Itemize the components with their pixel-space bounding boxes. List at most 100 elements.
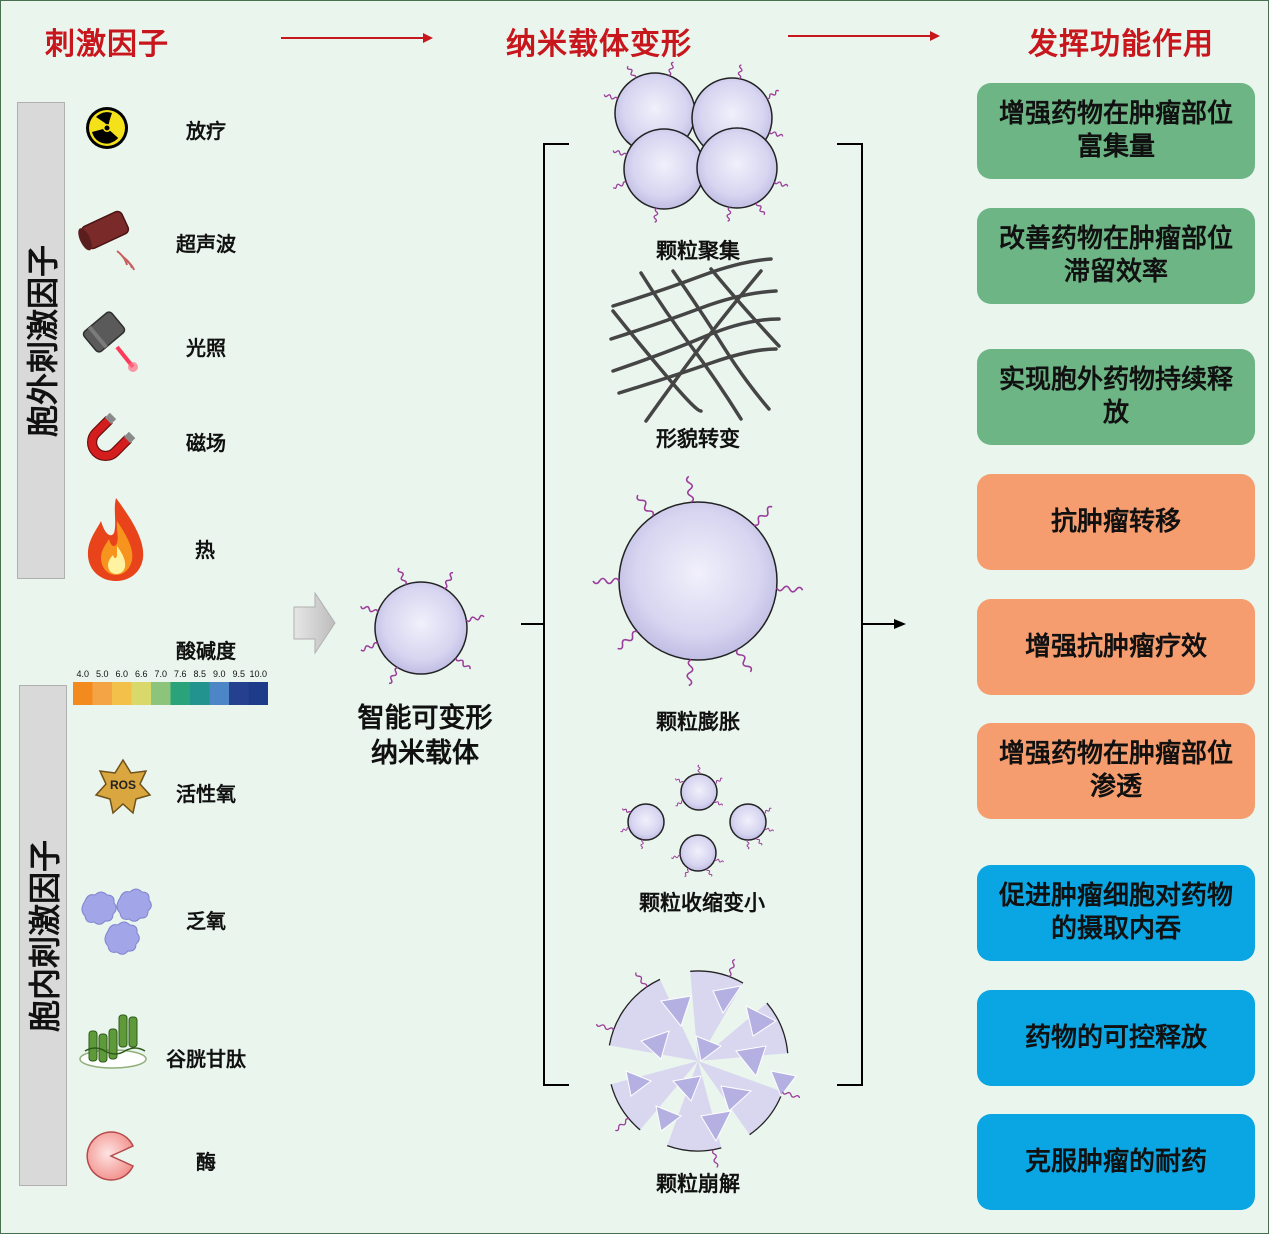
function-box-penetration: 增强药物在肿瘤部位渗透	[977, 723, 1255, 819]
ros-icon-text: ROS	[109, 778, 137, 792]
ligand-chain	[746, 839, 750, 850]
deformation-label-aggregation: 颗粒聚集	[656, 239, 740, 263]
ph-swatch	[248, 682, 268, 705]
ph-swatch	[170, 682, 190, 705]
ligand-chain	[592, 577, 620, 585]
fragment-shard	[720, 1085, 753, 1112]
fragment	[609, 1009, 698, 1061]
ph-tick-label: 7.0	[154, 669, 167, 679]
stimulus-label-light: 光照	[186, 336, 226, 360]
fragment-shard	[695, 1035, 723, 1062]
ligand-chain	[711, 1149, 719, 1168]
ligand-chain	[764, 827, 774, 832]
stimulus-label-ph: 酸碱度	[176, 639, 236, 663]
input-arrow	[293, 591, 336, 655]
fragment-shard	[655, 1105, 683, 1132]
magnet-icon	[86, 412, 136, 462]
ligand-chain	[737, 64, 743, 80]
ligand-chain	[775, 585, 804, 593]
ligand-chain	[685, 475, 695, 503]
stimulus-label-ultrasound: 超声波	[176, 232, 236, 256]
smart-carrier-label: 智能可变形 纳米载体	[358, 701, 493, 771]
ph-tick-label: 9.5	[232, 669, 245, 679]
ligand-chain	[675, 800, 684, 807]
function-text-penetration: 增强药物在肿瘤部位渗透	[998, 739, 1233, 802]
ph-swatch	[229, 682, 249, 705]
function-box-drug-resistance: 克服肿瘤的耐药	[977, 1114, 1255, 1210]
ligand-chain	[675, 778, 684, 784]
ph-swatch	[190, 682, 210, 705]
deformation-label-disintegration: 颗粒崩解	[656, 1172, 740, 1196]
ligand-chain	[465, 614, 485, 623]
ph-swatch	[92, 682, 112, 705]
function-box-sustained-release: 实现胞外药物持续释放	[977, 349, 1255, 445]
fragment-edge	[666, 1144, 722, 1152]
function-box-efficacy: 增强抗肿瘤疗效	[977, 599, 1255, 695]
nanoparticle	[623, 128, 705, 210]
fragment-shard	[660, 995, 692, 1028]
fragment-shard	[700, 1110, 732, 1143]
function-text-anti-metastasis: 抗肿瘤转移	[1050, 506, 1181, 537]
ph-tick-label: 7.6	[174, 669, 187, 679]
ligand-chain	[753, 505, 773, 527]
ph-tick-label: 8.5	[193, 669, 206, 679]
ligand-chain	[626, 65, 637, 79]
fragment-shard	[735, 1045, 767, 1078]
ligand-chain	[684, 868, 690, 877]
nanoparticle	[627, 803, 665, 841]
nanoparticle	[679, 834, 717, 872]
ligand-chain	[388, 667, 399, 685]
sidebar-extracellular-label: 胞外刺激因子	[24, 244, 62, 437]
function-box-enrichment: 增强药物在肿瘤部位富集量	[977, 83, 1255, 179]
ligand-chain	[622, 808, 631, 814]
header-arrow-2	[788, 31, 940, 41]
ligand-chain	[706, 868, 713, 877]
swollen-particle	[618, 501, 778, 661]
function-text-sustained-release: 实现胞外药物持续释放	[998, 365, 1233, 428]
ligand-chain	[714, 777, 723, 784]
ph-tick-label: 10.0	[249, 669, 267, 679]
ph-swatch	[209, 682, 229, 705]
function-text-drug-resistance: 克服肿瘤的耐药	[1024, 1146, 1207, 1177]
ligand-chain	[726, 206, 732, 222]
ligand-chain	[360, 642, 379, 652]
nanoparticle	[696, 127, 778, 209]
deformation-label-shrinkage: 颗粒收缩变小	[639, 891, 765, 915]
function-text-enrichment: 增强药物在肿瘤部位富集量	[998, 99, 1233, 162]
nanoparticle	[729, 803, 767, 841]
fragment-shard	[745, 1005, 778, 1037]
ligand-chain	[620, 827, 630, 833]
header-function: 发挥功能作用	[1028, 27, 1214, 62]
shape-transform-mesh-icon	[609, 257, 781, 423]
ligand-chain	[617, 630, 638, 650]
ph-swatch	[73, 682, 93, 705]
sidebar-intracellular: 胞内刺激因子	[19, 685, 67, 1186]
fragment-shard	[770, 1070, 797, 1098]
particles-layer	[360, 61, 804, 1168]
ligand-chain	[697, 764, 701, 775]
ligand-chain	[728, 958, 736, 978]
function-text-retention: 改善药物在肿瘤部位滞留效率	[998, 224, 1233, 287]
fragment-edge	[610, 1084, 641, 1131]
ph-swatch	[131, 682, 151, 705]
sidebar-intracellular-label: 胞内刺激因子	[26, 839, 64, 1032]
ligand-chain	[781, 1091, 801, 1099]
glutathione-icon	[79, 1014, 147, 1069]
nanoparticle	[680, 773, 718, 811]
ligand-chain	[768, 131, 784, 137]
output-arrow	[894, 619, 906, 629]
ligand-chain	[397, 567, 407, 586]
smart-carrier-particle	[374, 581, 468, 675]
ligand-chain	[766, 89, 780, 100]
ph-swatch	[151, 682, 171, 705]
function-box-uptake: 促进肿瘤细胞对药物的摄取内吞	[977, 865, 1255, 961]
fragment-edge	[690, 970, 744, 984]
function-box-anti-metastasis: 抗肿瘤转移	[977, 474, 1255, 570]
enzyme-icon	[86, 1131, 134, 1181]
deformation-bracket	[521, 143, 894, 1086]
ligand-chain	[443, 571, 454, 589]
stimulus-label-magnetic: 磁场	[186, 431, 226, 455]
stimulus-label-glutathione: 谷胱甘肽	[166, 1047, 246, 1071]
